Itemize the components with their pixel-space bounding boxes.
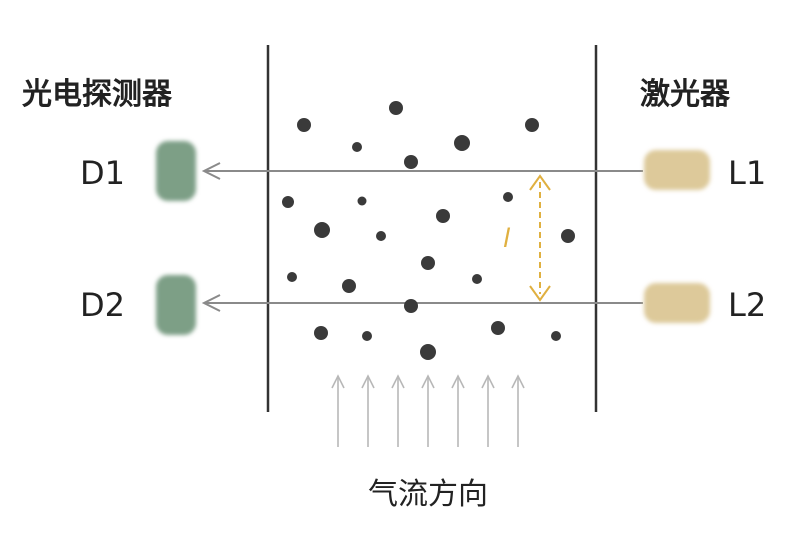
- particle: [404, 155, 418, 169]
- particle: [491, 321, 505, 335]
- up-arrow-icon: [481, 374, 495, 447]
- particle: [342, 279, 356, 293]
- particle: [404, 299, 418, 313]
- up-arrow-icon: [421, 374, 435, 447]
- detector-label-d1: D1: [80, 154, 125, 192]
- beam-arrowhead-2: [201, 294, 221, 312]
- distance-arrowhead-up: [529, 174, 551, 191]
- particle: [551, 331, 561, 341]
- particle: [376, 231, 386, 241]
- particle: [561, 229, 575, 243]
- up-arrow-icon: [511, 374, 525, 447]
- beam-distance-marker: l: [503, 174, 551, 302]
- up-arrow-icon: [451, 374, 465, 447]
- laser-title: 激光器: [640, 77, 731, 112]
- distance-label: l: [503, 224, 511, 254]
- photodetector-d1: [156, 141, 196, 201]
- particle: [362, 331, 372, 341]
- particle: [503, 192, 513, 202]
- photodetector-d2: [156, 275, 196, 335]
- particle: [352, 142, 362, 152]
- particle: [454, 135, 470, 151]
- particle: [297, 118, 311, 132]
- particle: [287, 272, 297, 282]
- laser-l2: [644, 283, 710, 323]
- up-arrow-icon: [361, 374, 375, 447]
- particle: [314, 326, 328, 340]
- detector-title: 光电探测器: [22, 77, 173, 112]
- laser-l1: [644, 150, 710, 190]
- laser-label-l1: L1: [728, 154, 766, 192]
- airflow-direction-label: 气流方向: [368, 477, 488, 512]
- up-arrow-icon: [331, 374, 345, 447]
- particle: [420, 344, 436, 360]
- particle: [357, 196, 367, 206]
- laser-label-l2: L2: [728, 286, 766, 324]
- beam-arrowhead-1: [201, 162, 221, 180]
- particle: [389, 101, 403, 115]
- particle: [314, 222, 330, 238]
- detector-label-d2: D2: [80, 286, 125, 324]
- up-arrow-icon: [391, 374, 405, 447]
- distance-arrowhead-down: [529, 285, 551, 302]
- particle: [472, 274, 482, 284]
- particle: [421, 256, 435, 270]
- particle: [436, 209, 450, 223]
- particle-group: [282, 101, 575, 360]
- airflow-arrows: [331, 374, 525, 447]
- particle: [282, 196, 294, 208]
- particle: [525, 118, 539, 132]
